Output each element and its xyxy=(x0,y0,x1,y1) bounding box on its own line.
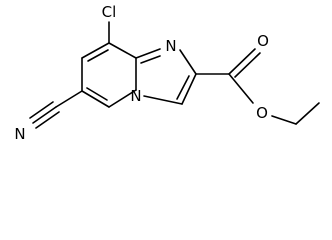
atom-label-n-nitrile: N xyxy=(14,125,25,143)
bond-cn-triple-3 xyxy=(35,111,60,129)
bond-n4-c5 xyxy=(108,89,137,108)
bond-c2-c3-inner xyxy=(176,75,190,100)
atom-label-cl: Cl xyxy=(102,3,117,21)
bond-oester-ch2 xyxy=(271,115,297,125)
bond-c7-c8 xyxy=(81,42,110,59)
bond-n1-c2 xyxy=(179,49,197,75)
bond-c5-c6 xyxy=(81,90,110,108)
bond-c2-c3 xyxy=(181,73,197,105)
bond-c8a-n1-inner xyxy=(140,55,161,64)
molecule-diagram: Cl N N N O O xyxy=(14,3,320,143)
bond-c8-c8a xyxy=(108,42,137,59)
bond-ch2-ch3 xyxy=(295,102,320,125)
bond-c3-n4 xyxy=(143,95,183,105)
bond-cn-triple-1 xyxy=(32,106,57,124)
atom-label-n-bridge: N xyxy=(130,87,141,105)
atom-label-o-ester: O xyxy=(256,104,268,122)
bond-carbonyl-oester xyxy=(228,73,254,104)
bond-c7-c8-inner xyxy=(87,49,109,62)
atom-label-n-imine: N xyxy=(165,37,176,55)
bond-carbonyl-o-1 xyxy=(228,48,256,75)
bond-c6-cn xyxy=(55,90,83,108)
bond-c8a-n1 xyxy=(135,48,161,59)
bond-cn-triple-2 xyxy=(29,101,54,119)
atom-label-o-carbonyl: O xyxy=(257,32,269,50)
bond-c5-c6-inner xyxy=(86,87,108,101)
bond-carbonyl-o-2 xyxy=(234,52,261,78)
